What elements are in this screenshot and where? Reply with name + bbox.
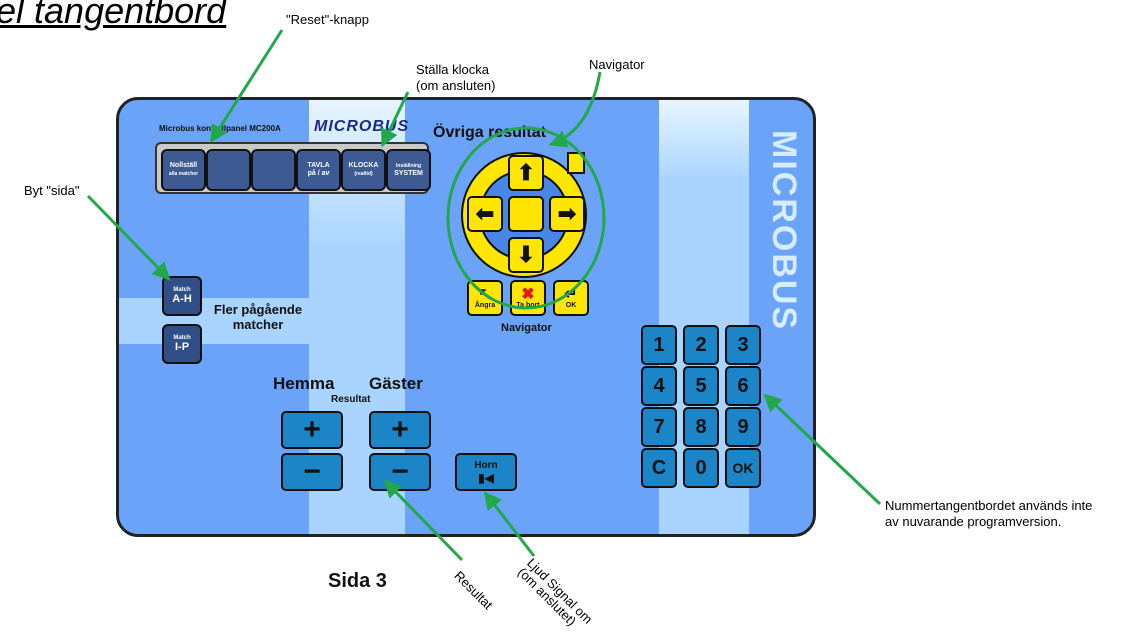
callout-numpad-line2: av nuvarande programversion. [885,514,1062,529]
nav-down-button[interactable]: ⬇ [508,237,544,273]
match-i-p-button[interactable]: Match I-P [162,324,202,364]
horn-button[interactable]: Horn ▮◀ [455,453,517,491]
navigator-label: Navigator [501,322,552,334]
nav-up-button[interactable]: ⬆ [508,155,544,191]
reset-all-sublabel: alla matcher [168,171,199,177]
clock-label: KLOCKA [348,162,379,169]
callout-clock: Ställa klocka (om ansluten) [416,62,495,94]
numpad-key-4[interactable]: 4 [641,366,677,406]
arrow-up-icon: ⬆ [516,160,536,185]
result-label: Resultat [331,394,371,405]
arrow-clock [381,91,410,148]
clock-button[interactable]: KLOCKA (realtid) [341,149,386,191]
arrow-result [383,479,464,562]
page-number: Sida 3 [328,570,387,592]
arrow-numpad [763,393,882,506]
arrow-horn [483,491,536,557]
undo-label: Ångra [474,301,496,309]
nav-left-button[interactable]: ⬅ [467,196,503,232]
navigator-highlight [446,126,606,310]
delete-button[interactable]: ✖ Ta bort [510,280,546,316]
arrow-down-icon: ⬇ [516,242,536,267]
callout-navigator: Navigator [589,57,645,72]
numpad-key-ok[interactable]: OK [725,448,761,488]
numpad-key-0[interactable]: 0 [683,448,719,488]
arrow-reset [210,29,284,144]
reset-all-label: Nollställ [169,162,198,169]
clock-sublabel: (realtid) [354,171,373,177]
arrow-left-icon: ⬅ [475,201,495,226]
callout-numpad-line1: Nummertangentbordet används inte [885,498,1093,513]
match-i-p-label: I-P [174,341,190,353]
function-key-strip: Nollställ alla matcher TAVLA på / av KLO… [155,142,431,194]
delete-icon: ✖ [521,285,535,303]
numpad-key-3[interactable]: 3 [725,325,761,365]
horn-label: Horn [474,459,498,471]
home-label: Hemma [273,374,335,393]
numpad-key-7[interactable]: 7 [641,407,677,447]
board-toggle-label: TAVLA [307,162,330,169]
home-plus-button[interactable]: + [281,411,343,449]
numpad-key-6[interactable]: 6 [725,366,761,406]
blank-key-2[interactable] [251,149,296,191]
callout-clock-line2: (om ansluten) [416,78,496,93]
reset-all-button[interactable]: Nollställ alla matcher [161,149,206,191]
callout-swap-page: Byt "sida" [24,183,80,198]
match-i-p-small: Match [173,335,191,341]
numpad-key-2[interactable]: 2 [683,325,719,365]
panel-stripe-top [659,100,749,180]
numpad-key-8[interactable]: 8 [683,407,719,447]
clipboard-icon [567,152,585,174]
blank-key-1[interactable] [206,149,251,191]
nav-right-button[interactable]: ➡ [549,196,585,232]
ok-label: OK [565,301,577,309]
nav-center-button[interactable] [508,196,544,232]
board-toggle-sublabel: på / av [307,170,330,177]
board-toggle-button[interactable]: TAVLA på / av [296,149,341,191]
numpad-key-1[interactable]: 1 [641,325,677,365]
control-panel: Microbus kontrollpanel MC200A MICROBUS M… [116,97,816,537]
arrow-navigator [548,71,602,148]
arrow-swap-page [86,194,171,281]
ok-button[interactable]: ↵ OK [553,280,589,316]
system-settings-button[interactable]: Inställning SYSTEM [386,149,431,191]
more-matches-label: Fler pågående matcher [213,302,303,332]
callout-reset: "Reset"-knapp [286,12,369,27]
match-a-h-small: Match [173,287,191,293]
callout-numpad: Nummertangentbordet används inte av nuva… [885,498,1092,530]
callout-clock-line1: Ställa klocka [416,62,489,77]
away-label: Gäster [369,374,423,393]
arrow-right-icon: ➡ [557,201,577,226]
delete-label: Ta bort [516,301,540,309]
numpad-key-5[interactable]: 5 [683,366,719,406]
numpad-key-c[interactable]: C [641,448,677,488]
match-a-h-button[interactable]: Match A-H [162,276,202,316]
page-title: el tangentbord [0,0,227,31]
away-plus-button[interactable]: + [369,411,431,449]
speaker-icon: ▮◀ [478,470,494,485]
home-minus-button[interactable]: − [281,453,343,491]
system-settings-sublabel: SYSTEM [394,170,423,177]
panel-stripe [119,298,309,344]
match-a-h-label: A-H [172,293,192,305]
numpad-key-9[interactable]: 9 [725,407,761,447]
system-settings-label: Inställning [396,163,421,169]
side-logo: MICROBUS [765,130,803,332]
